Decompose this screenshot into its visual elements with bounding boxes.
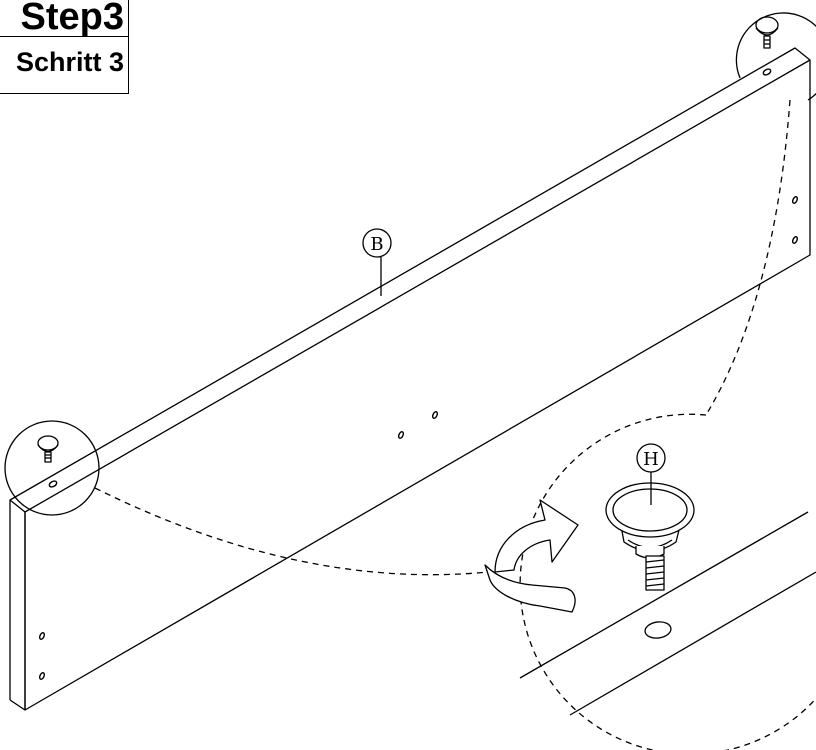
step-header: Step3 Schritt 3: [0, 0, 129, 94]
step-subtitle: Schritt 3: [15, 47, 124, 77]
part-b-label-text: B: [370, 234, 383, 255]
left-foot-detail: [4, 420, 100, 516]
panel-b: [9, 47, 811, 711]
part-h-label-text: H: [643, 449, 659, 470]
right-foot-detail: [735, 12, 816, 101]
zoom-detail: [484, 413, 816, 750]
part-label-b: [362, 228, 392, 296]
foot-h: [605, 482, 695, 591]
part-label-h: [636, 443, 666, 505]
step-title: Step3: [0, 0, 128, 37]
rotate-arrow-icon: [484, 499, 579, 613]
detail-leaders: [94, 99, 791, 576]
panel-holes: [38, 68, 799, 680]
